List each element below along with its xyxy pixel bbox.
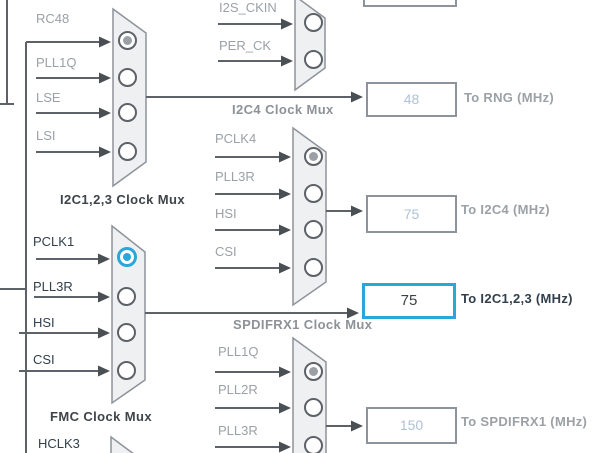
per-mux-radio-i2s-ckin[interactable] (304, 13, 323, 32)
fmc-mux-input-label: HCLK3 (38, 436, 80, 451)
i2c4-mux-input-label: PLL3R (215, 169, 255, 184)
per-mux-input-label: I2S_CKIN (219, 0, 277, 15)
i2c123-output-value-box[interactable]: 75 (362, 283, 456, 319)
arrowhead (281, 55, 293, 67)
spdifrx1-output-label: To SPDIFRX1 (MHz) (461, 414, 588, 429)
rng-mux-shape (112, 7, 147, 188)
spdifrx1-mux-input-label: PLL1Q (218, 344, 259, 359)
rng-mux-radio-lsi[interactable] (118, 142, 137, 161)
radio-selected-dot (123, 36, 132, 45)
per-mux-input-label: PER_CK (219, 38, 272, 53)
arrowhead (279, 402, 291, 414)
spdifrx1-mux-title: SPDIFRX1 Clock Mux (233, 317, 373, 332)
rng-mux-input-label: LSI (36, 128, 56, 143)
radio-selected-dot (309, 367, 318, 376)
rng-mux-input-label: LSE (36, 90, 61, 105)
fmc-mux-shape (110, 435, 134, 453)
i2c4-mux-radio-pll3r[interactable] (304, 184, 323, 203)
radio-selected-dot (309, 152, 318, 161)
rng-mux-radio-lse[interactable] (118, 103, 137, 122)
i2c123-mux-radio-hsi[interactable] (117, 323, 136, 342)
rng-mux-radio-pll1q[interactable] (118, 68, 137, 87)
i2c123-mux-input-label: PCLK1 (33, 234, 75, 249)
i2c123-mux-input-label: CSI (33, 352, 55, 367)
i2c4-mux-radio-pclk4[interactable] (304, 147, 323, 166)
arrowhead (351, 91, 363, 103)
arrowhead (279, 366, 291, 378)
i2c4-output-value-box[interactable]: 75 (366, 195, 457, 233)
i2c123-mux-radio-pclk1[interactable] (117, 247, 137, 267)
spdifrx1-mux-radio-pll1q[interactable] (304, 362, 323, 381)
arrowhead (279, 224, 291, 236)
arrowhead (279, 262, 291, 274)
i2c123-mux-shape (111, 224, 146, 405)
spdifrx1-mux-radio-pll2r[interactable] (304, 398, 323, 417)
arrowhead (98, 327, 110, 339)
rng-output-label: To RNG (MHz) (464, 90, 555, 105)
rng-mux-input-label: RC48 (36, 11, 70, 26)
rng-output-value-box[interactable]: 48 (366, 82, 457, 117)
i2c4-mux-input-label: CSI (215, 244, 237, 259)
fmc-mux-title: FMC Clock Mux (50, 409, 152, 424)
spdifrx1-mux-input-label: PLL3R (218, 423, 258, 438)
i2c4-mux-input-label: PCLK4 (215, 131, 257, 146)
i2c4-mux-radio-hsi[interactable] (304, 220, 323, 239)
i2c4-mux-input-label: HSI (215, 206, 237, 221)
arrowhead (98, 365, 110, 377)
i2c4-output-label: To I2C4 (MHz) (461, 202, 550, 217)
arrowhead (98, 291, 110, 303)
arrowhead (98, 253, 110, 265)
spdifrx1-output-value-box[interactable]: 150 (366, 407, 457, 444)
spdifrx1-mux-input-label: PLL2R (218, 382, 258, 397)
i2c123-mux-radio-csi[interactable] (117, 361, 136, 380)
i2c123-mux-radio-pll3r[interactable] (117, 287, 136, 306)
arrowhead (279, 188, 291, 200)
arrowhead (279, 441, 291, 453)
arrowhead (99, 72, 111, 84)
clipped-output-value-box[interactable] (363, 0, 457, 7)
i2c4-mux-title: I2C4 Clock Mux (232, 102, 334, 117)
arrowhead (279, 151, 291, 163)
i2c123-output-label: To I2C1,2,3 (MHz) (461, 291, 573, 306)
arrowhead (99, 146, 111, 158)
arrowhead (351, 420, 363, 432)
radio-selected-dot (123, 253, 131, 261)
i2c4-mux-radio-csi[interactable] (304, 258, 323, 277)
arrowhead (99, 36, 111, 48)
rng-mux-radio-rc48[interactable] (118, 31, 137, 50)
arrowhead (347, 307, 359, 319)
rng-mux-input-label: PLL1Q (36, 55, 77, 70)
arrowhead (351, 205, 363, 217)
per-mux-radio-per-ck[interactable] (304, 50, 323, 69)
i2c123-mux-input-label: HSI (33, 315, 55, 330)
arrowhead (99, 107, 111, 119)
arrowhead (281, 18, 293, 30)
i2c123-mux-input-label: PLL3R (33, 279, 73, 294)
i2c123-mux-title: I2C1,2,3 Clock Mux (60, 192, 185, 207)
spdifrx1-mux-radio-pll3r[interactable] (304, 436, 323, 453)
